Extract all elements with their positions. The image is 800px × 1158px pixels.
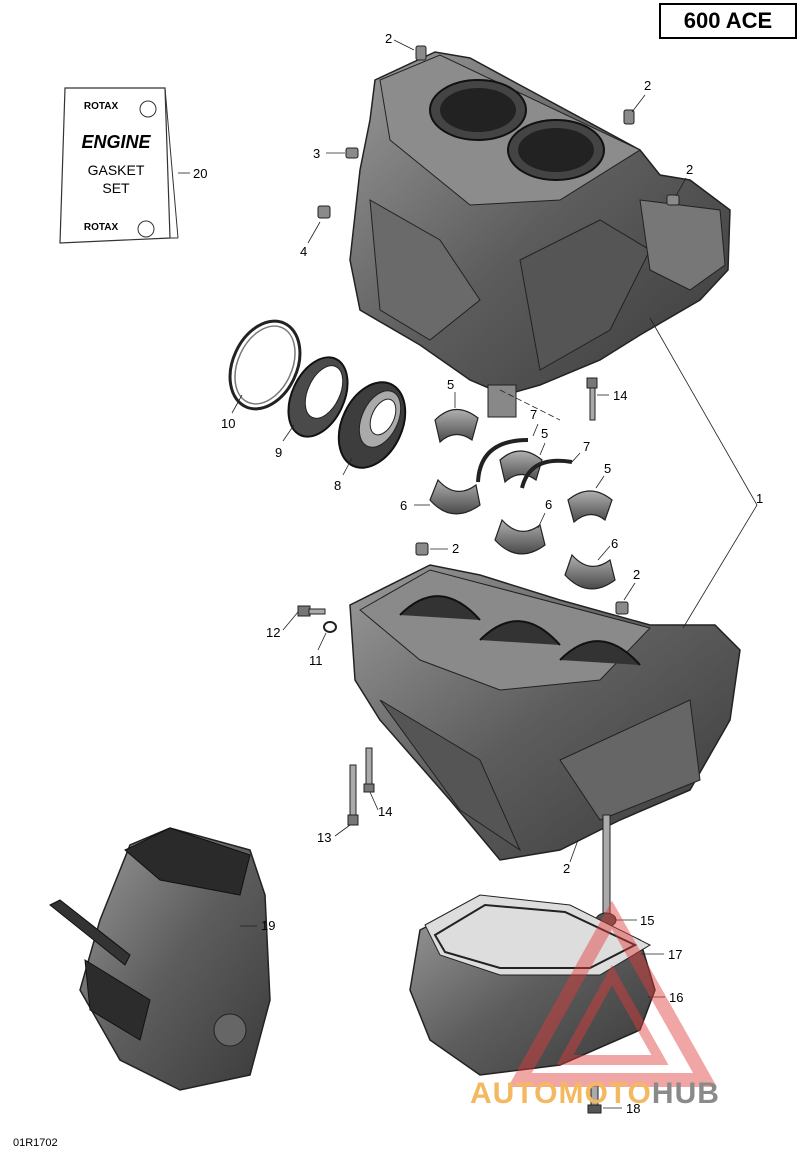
callout-19: 19 bbox=[261, 918, 276, 933]
callout-2: 2 bbox=[452, 541, 460, 556]
callout-17: 17 bbox=[668, 947, 683, 962]
callout-16: 16 bbox=[669, 990, 684, 1005]
callout-9: 9 bbox=[275, 445, 283, 460]
complete-engine-drawing bbox=[49, 827, 271, 1091]
callout-12: 12 bbox=[266, 625, 281, 640]
circlip-drawing bbox=[228, 319, 302, 411]
callout-6: 6 bbox=[400, 498, 408, 513]
callout-18: 18 bbox=[626, 1101, 641, 1116]
callout-20: 20 bbox=[193, 166, 208, 181]
gasket-set-brand-top: ROTAX bbox=[83, 101, 119, 112]
main-bearing-shells-drawing bbox=[429, 408, 616, 590]
watermark-text: AUTOMOTOHUB bbox=[470, 1077, 720, 1111]
callout-6: 6 bbox=[611, 536, 619, 551]
callout-3: 3 bbox=[313, 146, 321, 161]
callout-14: 14 bbox=[613, 388, 628, 403]
callout-7: 7 bbox=[530, 407, 538, 422]
callout-2: 2 bbox=[686, 162, 694, 177]
callout-15: 15 bbox=[640, 913, 655, 928]
ball-bearing-drawing bbox=[337, 381, 407, 469]
upper-crankcase-drawing bbox=[349, 51, 731, 418]
callout-11: 11 bbox=[309, 653, 323, 668]
bolts-lower-drawing bbox=[347, 747, 375, 826]
gasket-set-brand-bottom: ROTAX bbox=[83, 222, 119, 233]
callout-1: 1 bbox=[756, 491, 764, 506]
bolt-bottom-drawing bbox=[587, 1084, 602, 1114]
callout-5: 5 bbox=[541, 426, 549, 441]
callout-10: 10 bbox=[221, 416, 236, 431]
watermark-part1: AUTO bbox=[470, 1077, 559, 1110]
callout-6: 6 bbox=[545, 497, 553, 512]
gasket-set-line2: GASKET bbox=[87, 162, 145, 178]
callout-7: 7 bbox=[583, 439, 591, 454]
document-code: 01R1702 bbox=[13, 1137, 58, 1149]
oil-pan-drawing bbox=[409, 894, 656, 1076]
callout-2: 2 bbox=[563, 861, 571, 876]
callout-14: 14 bbox=[378, 804, 393, 819]
watermark-logo bbox=[508, 900, 717, 1087]
thrust-washers-drawing bbox=[476, 438, 573, 489]
callout-2: 2 bbox=[644, 78, 652, 93]
gasket-set-box-drawing bbox=[59, 87, 179, 244]
callout-2: 2 bbox=[385, 31, 393, 46]
lower-crankcase-drawing bbox=[349, 564, 741, 861]
callout-5: 5 bbox=[604, 461, 612, 476]
callout-8: 8 bbox=[334, 478, 342, 493]
gasket-set-line1: ENGINE bbox=[81, 132, 151, 152]
gasket-set-line3: SET bbox=[102, 180, 130, 196]
model-label: 600 ACE bbox=[659, 3, 797, 39]
oil-seal-drawing bbox=[287, 356, 349, 438]
screw-oring-drawing bbox=[297, 605, 337, 633]
callout-5: 5 bbox=[447, 377, 455, 392]
leader-lines bbox=[178, 39, 758, 1109]
watermark-part2: MOTO bbox=[558, 1077, 652, 1110]
callout-4: 4 bbox=[300, 244, 308, 259]
callout-13: 13 bbox=[317, 830, 332, 845]
bolt-upper-drawing bbox=[586, 377, 598, 421]
watermark-part3: HUB bbox=[651, 1077, 720, 1110]
dowel-pins-drawing bbox=[317, 45, 680, 839]
callout-2: 2 bbox=[633, 567, 641, 582]
